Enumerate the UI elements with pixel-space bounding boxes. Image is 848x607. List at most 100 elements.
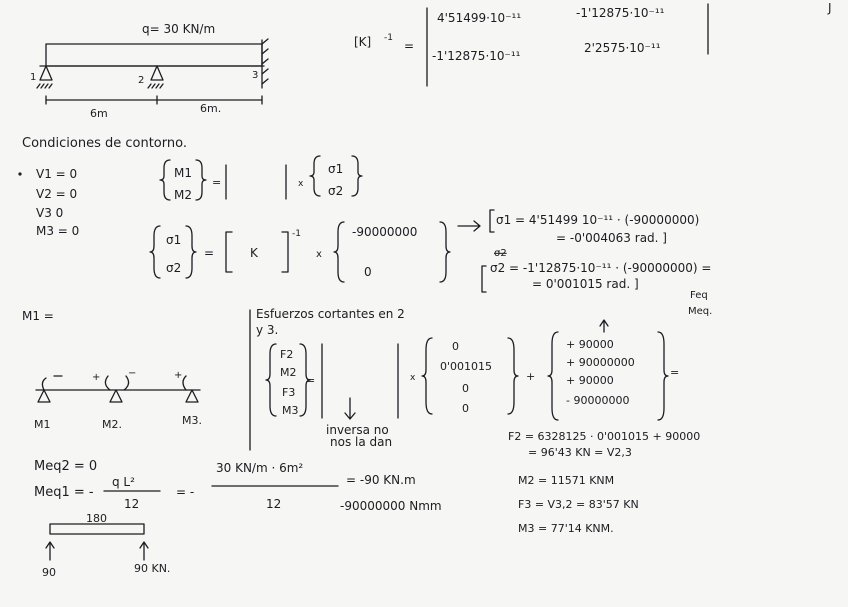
- wall-hatch: [261, 38, 269, 85]
- svg-text:M2: M2: [280, 366, 297, 379]
- svg-text:0: 0: [364, 265, 372, 279]
- svg-text:K: K: [250, 246, 259, 260]
- svg-text:V3 0: V3 0: [36, 206, 63, 220]
- svg-text:-90000000: -90000000: [352, 225, 417, 239]
- reaction-left-arrow-icon: [45, 541, 55, 561]
- svg-text:x: x: [316, 249, 322, 260]
- arrow-icon: [457, 220, 481, 232]
- svg-text:q L²: q L²: [112, 475, 135, 489]
- final-results: F2 = 6328125 · 0'001015 + 90000 = 96'43 …: [508, 430, 700, 535]
- svg-text:Meq1 = -: Meq1 = -: [34, 485, 94, 500]
- svg-text:M3: M3: [282, 404, 299, 417]
- svg-text:σ2: σ2: [494, 248, 507, 259]
- rotation-results: σ1 = 4'51499 10⁻¹¹ · (-90000000) = -0'00…: [457, 209, 712, 317]
- svg-text:F2 = 6328125 · 0'001015 + 9000: F2 = 6328125 · 0'001015 + 90000: [508, 430, 700, 443]
- svg-text:Feq: Feq: [690, 290, 708, 301]
- svg-text:inversa no: inversa no: [326, 423, 389, 437]
- svg-text:+: +: [526, 370, 535, 383]
- svg-text:0: 0: [462, 382, 469, 395]
- svg-text:σ1: σ1: [166, 233, 181, 247]
- svg-text:0: 0: [462, 402, 469, 415]
- kinv-a12: -1'12875·10⁻¹¹: [576, 6, 665, 20]
- support-2-icon: [150, 65, 164, 81]
- svg-text:F3 = V3,2 = 83'57 KN: F3 = V3,2 = 83'57 KN: [518, 498, 639, 511]
- svg-text:Meq.: Meq.: [688, 306, 712, 317]
- svg-text:V1 = 0: V1 = 0: [36, 167, 77, 181]
- svg-text:F2: F2: [280, 348, 293, 361]
- svg-text:+: +: [92, 372, 100, 383]
- svg-text:M1: M1: [174, 166, 192, 180]
- svg-text:90: 90: [42, 566, 56, 579]
- svg-text:−: −: [128, 368, 136, 379]
- reaction-sketch: 180 90 90 KN.: [42, 512, 170, 579]
- svg-text:M2: M2: [174, 188, 192, 202]
- svg-text:=: =: [306, 374, 315, 387]
- load-label: q= 30 KN/m: [142, 22, 215, 36]
- rotation-equation: σ1 σ2 = K -1 x -90000000 0: [149, 221, 451, 283]
- svg-text:180: 180: [86, 512, 107, 525]
- svg-text:x: x: [410, 373, 416, 383]
- svg-text:= -0'004063 rad. ]: = -0'004063 rad. ]: [556, 231, 667, 245]
- svg-text:= -: = -: [176, 485, 194, 499]
- svg-text:M2.: M2.: [102, 418, 122, 431]
- m1-label: M1 =: [22, 309, 54, 323]
- svg-text:y 3.: y 3.: [256, 323, 278, 337]
- node-1-label: 1: [30, 72, 36, 83]
- svg-text:= 96'43 KN = V2,3: = 96'43 KN = V2,3: [528, 446, 632, 459]
- kinv-a11: 4'51499·10⁻¹¹: [437, 11, 521, 25]
- svg-text:30 KN/m · 6m²: 30 KN/m · 6m²: [216, 461, 303, 475]
- kinv-a22: 2'2575·10⁻¹¹: [584, 41, 661, 55]
- svg-text:-1: -1: [384, 33, 393, 43]
- svg-text:=: =: [212, 176, 221, 189]
- svg-text:-90000000 Nmm: -90000000 Nmm: [340, 499, 442, 513]
- distributed-load-block: [45, 43, 263, 67]
- svg-text:=: =: [204, 246, 214, 260]
- svg-text:+ 90000: + 90000: [566, 374, 614, 387]
- svg-text:nos la dan: nos la dan: [330, 435, 392, 449]
- svg-text:90 KN.: 90 KN.: [134, 562, 170, 575]
- kinv-a21: -1'12875·10⁻¹¹: [432, 49, 521, 63]
- svg-text:σ2 = -1'12875·10⁻¹¹ · (-900000: σ2 = -1'12875·10⁻¹¹ · (-90000000) =: [490, 261, 711, 275]
- svg-text:σ2: σ2: [328, 184, 343, 198]
- boundary-conditions: Condiciones de contorno. V1 = 0 V2 = 0 V…: [18, 136, 187, 238]
- svg-text:F3: F3: [282, 386, 295, 399]
- svg-text:M1: M1: [34, 418, 51, 431]
- svg-text:12: 12: [266, 497, 281, 511]
- node-2-label: 2: [138, 75, 144, 86]
- node-3-label: 3: [252, 70, 258, 81]
- svg-text:0'001015: 0'001015: [440, 360, 492, 373]
- svg-text:Esfuerzos cortantes en 2: Esfuerzos cortantes en 2: [256, 307, 405, 321]
- span-1-label: 6m: [90, 107, 108, 120]
- svg-text:= 0'001015 rad. ]: = 0'001015 rad. ]: [532, 277, 639, 291]
- svg-text:σ1 = 4'51499 10⁻¹¹ · (-9000000: σ1 = 4'51499 10⁻¹¹ · (-90000000): [496, 213, 699, 227]
- svg-text:-1: -1: [292, 229, 301, 239]
- inverse-k-matrix: [K] -1 = 4'51499·10⁻¹¹ -1'12875·10⁻¹¹ -1…: [354, 3, 709, 87]
- moment-equation: M1 M2 = x σ1 σ2: [159, 155, 363, 202]
- svg-text:- 90000000: - 90000000: [566, 394, 629, 407]
- support-c-icon: [185, 389, 199, 403]
- kinv-label: [K]: [354, 35, 371, 49]
- svg-text:12: 12: [124, 497, 139, 511]
- svg-text:σ2: σ2: [166, 261, 181, 275]
- reaction-right-arrow-icon: [139, 541, 149, 561]
- equivalent-moments: Meq2 = 0 Meq1 = - q L² 12 = - 30 KN/m · …: [34, 459, 442, 513]
- support-b-icon: [109, 389, 123, 403]
- svg-text:=: =: [670, 366, 679, 379]
- svg-text:+: +: [174, 370, 182, 381]
- svg-text:x: x: [298, 179, 304, 189]
- conditions-title: Condiciones de contorno.: [22, 136, 187, 151]
- shear-section: Esfuerzos cortantes en 2 y 3. F2 M2 F3 M…: [249, 307, 679, 451]
- svg-text:0: 0: [452, 340, 459, 353]
- svg-text:M3.: M3.: [182, 414, 202, 427]
- support-a-icon: [37, 389, 51, 403]
- svg-text:=: =: [404, 39, 414, 53]
- svg-text:M3 = 0: M3 = 0: [36, 224, 79, 238]
- svg-text:V2 = 0: V2 = 0: [36, 187, 77, 201]
- svg-text:+ 90000: + 90000: [566, 338, 614, 351]
- span-2-label: 6m.: [200, 102, 221, 115]
- svg-text:= -90 KN.m: = -90 KN.m: [346, 473, 416, 487]
- supports-sketch: + − + M1 M2. M3.: [34, 368, 202, 431]
- page-mark: J: [827, 1, 832, 15]
